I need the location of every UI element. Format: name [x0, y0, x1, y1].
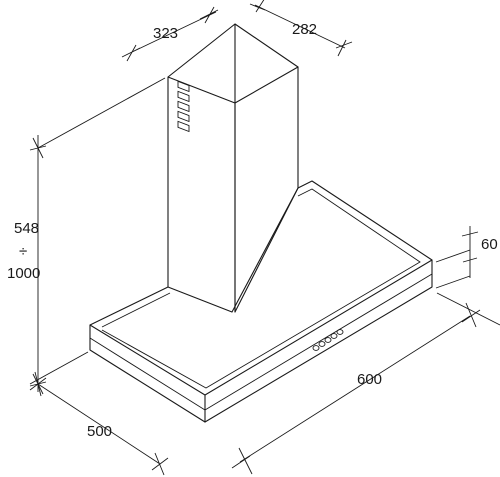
control-button[interactable]: [324, 337, 332, 343]
dim-extension-canopy-width-right: [436, 292, 500, 326]
canopy-front-left-face: [89, 324, 206, 423]
dimension-lines: [29, 0, 500, 476]
control-button[interactable]: [318, 341, 326, 347]
chimney-right-face: [234, 66, 299, 313]
canopy-front-right-face: [204, 259, 433, 423]
dim-extension-height-bottom: [29, 351, 89, 385]
vent-slot: [177, 110, 190, 123]
vent-grille: [177, 80, 190, 133]
vent-slot: [177, 100, 190, 113]
canopy-top-surface: [89, 180, 433, 396]
dim-line-canopy-width: [231, 302, 481, 475]
label-chimney-width: 323: [153, 25, 178, 42]
control-panel: [312, 329, 344, 351]
label-height-min: 548: [14, 220, 39, 237]
label-height-max: 1000: [7, 265, 40, 282]
dim-line-canopy-depth: [29, 371, 169, 476]
dimension-labels: 323 282 548 ÷ 1000 500 600 60: [7, 21, 498, 440]
chimney: [167, 23, 299, 313]
dim-line-canopy-thickness: [435, 226, 479, 289]
canopy-top-rim: [101, 188, 421, 389]
control-button[interactable]: [312, 345, 320, 351]
label-canopy-width: 600: [357, 371, 382, 388]
dim-line-height: [29, 135, 47, 395]
dim-extension-height-top: [37, 77, 166, 149]
dim-line-chimney-width: [121, 6, 219, 62]
canopy: [89, 180, 433, 423]
chimney-top-edges: [167, 23, 299, 104]
vent-slot: [177, 90, 190, 103]
control-button[interactable]: [330, 333, 338, 339]
control-button[interactable]: [336, 329, 344, 335]
label-height-separator: ÷: [19, 243, 27, 260]
vent-slot: [177, 80, 190, 93]
label-canopy-thickness: 60: [481, 236, 498, 253]
dim-line-chimney-depth: [249, 0, 353, 57]
vent-slot: [177, 120, 190, 133]
label-canopy-depth: 500: [87, 423, 112, 440]
canopy-lower-lip: [89, 273, 433, 411]
label-chimney-depth: 282: [292, 21, 317, 38]
